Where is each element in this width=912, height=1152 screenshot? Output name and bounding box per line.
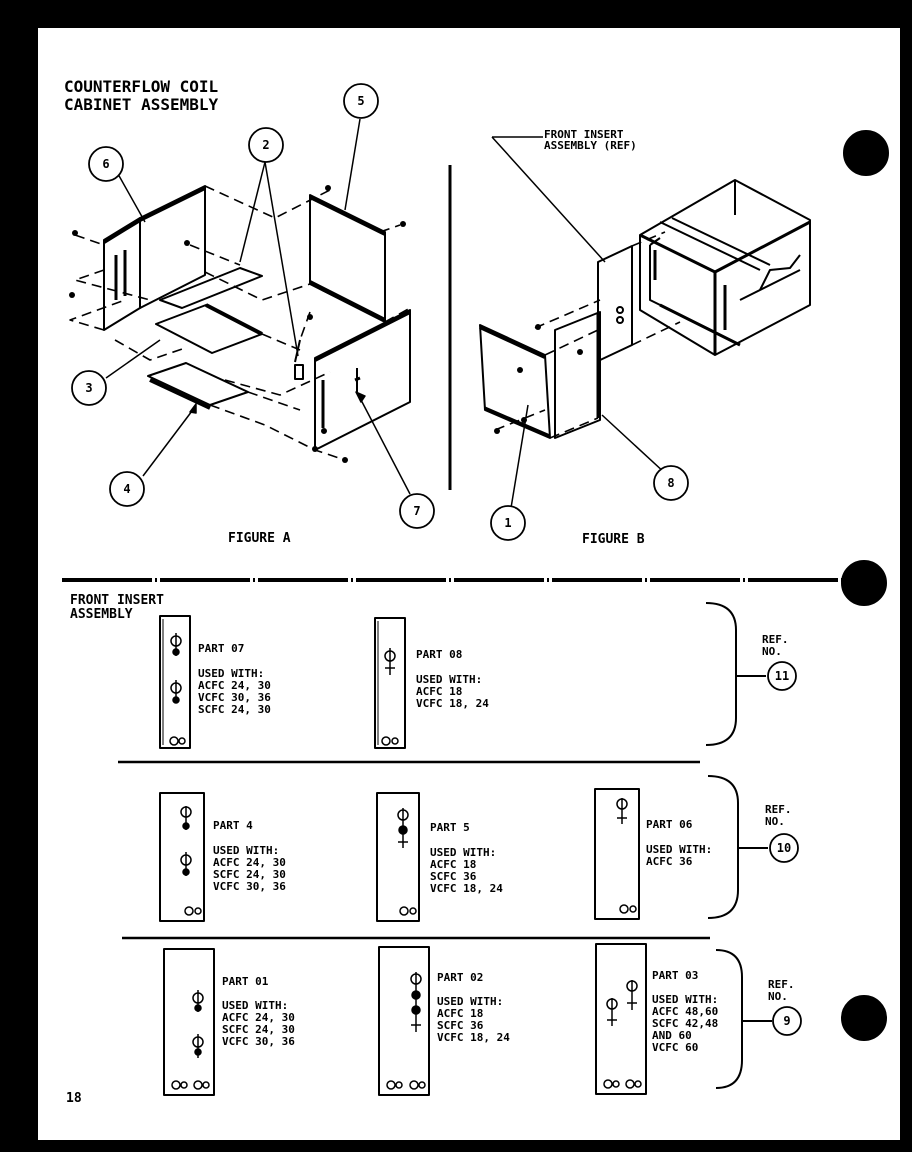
ref-numbers: 11 10 9 [775, 669, 791, 1028]
part-label: PART 4 [213, 819, 253, 832]
svg-text:6: 6 [102, 157, 109, 171]
svg-text:3: 3 [85, 381, 92, 395]
ref-label: REF. NO. [765, 803, 792, 828]
ref-label: REF. NO. [762, 633, 789, 658]
callout-3 [71, 370, 107, 406]
front-insert-ref-line2: ASSEMBLY (REF) [544, 139, 637, 152]
figure-a-leaders [105, 118, 411, 495]
fastener-symbols [169, 633, 642, 1090]
ref-label: REF. NO. [768, 978, 795, 1003]
part-used-with: USED WITH: ACFC 18 SCFC 36 VCFC 18, 24 [430, 846, 503, 895]
figure-a-floor-parts [147, 267, 304, 410]
figure-a-screw-dots [69, 185, 406, 463]
section-title-line2: ASSEMBLY [70, 607, 133, 622]
insert-panel-03 [595, 943, 647, 1095]
callout-8 [653, 465, 689, 501]
svg-text:8: 8 [667, 476, 674, 490]
svg-text:11: 11 [775, 669, 789, 683]
figure-a-left-panel [102, 185, 206, 331]
figure-a-dashed-lines [69, 185, 411, 461]
ref-braces [705, 602, 772, 1089]
svg-text:10: 10 [777, 841, 791, 855]
callout-7 [399, 493, 435, 529]
binder-hole [841, 560, 887, 606]
callout-2 [248, 127, 284, 163]
svg-text:4: 4 [123, 482, 130, 496]
ref-circle-11 [767, 661, 797, 691]
part-label: PART 06 [646, 818, 693, 831]
binder-hole [841, 995, 887, 1041]
part-label: PART 03 [652, 969, 699, 982]
part-used-with: USED WITH: ACFC 48,60 SCFC 42,48 AND 60 … [652, 993, 719, 1054]
part-used-with: USED WITH: ACFC 36 [646, 843, 713, 868]
ref-circles [767, 661, 802, 1036]
figure-b-label: FIGURE B [582, 532, 645, 547]
part-used-with: USED WITH: ACFC 24, 30 SCFC 24, 30 VCFC … [222, 999, 295, 1048]
page-number: 18 [66, 1091, 82, 1106]
insert-panel-4 [159, 792, 205, 922]
svg-text:5: 5 [357, 94, 364, 108]
page-title-line1: COUNTERFLOW COIL [64, 77, 219, 96]
part-used-with: USED WITH: ACFC 18 VCFC 18, 24 [416, 673, 489, 710]
figure-a-right-panel [309, 194, 386, 323]
part-used-with: USED WITH: ACFC 18 SCFC 36 VCFC 18, 24 [437, 995, 510, 1044]
figure-b-cabinet [639, 179, 811, 356]
callout-6 [88, 146, 124, 182]
page-title-line2: CABINET ASSEMBLY [64, 95, 219, 114]
part-label: PART 01 [222, 975, 269, 988]
part-used-with: USED WITH: ACFC 24, 30 SCFC 24, 30 VCFC … [213, 844, 286, 893]
insert-panel-5 [376, 792, 420, 922]
front-insert-ref-line1: FRONT INSERT [544, 128, 624, 141]
insert-panels [159, 615, 647, 1096]
figure-a-front-panel [314, 309, 411, 451]
figure-b-leaders [491, 136, 667, 515]
binder-hole [843, 130, 889, 176]
insert-panel-08 [374, 617, 406, 749]
figure-b-dashed-lines [494, 231, 681, 439]
callout-4 [109, 471, 145, 507]
section-title-line1: FRONT INSERT [70, 593, 164, 608]
ref-circle-9 [772, 1006, 802, 1036]
figure-b-panels [479, 245, 633, 439]
callout-numbers: 6 2 5 3 4 7 1 8 [85, 94, 674, 530]
part-label: PART 5 [430, 821, 470, 834]
svg-text:1: 1 [504, 516, 511, 530]
parts-sheet [38, 28, 900, 1140]
part-label: PART 07 [198, 642, 245, 655]
svg-text:9: 9 [783, 1014, 790, 1028]
callout-1 [490, 505, 526, 541]
part-label: PART 02 [437, 971, 484, 984]
insert-panel-02 [378, 946, 430, 1096]
figure-a-label: FIGURE A [228, 531, 291, 546]
callout-circles [71, 83, 689, 541]
insert-panel-01 [163, 948, 215, 1096]
svg-text:2: 2 [262, 138, 269, 152]
ref-circle-10 [769, 833, 799, 863]
svg-text:7: 7 [413, 504, 420, 518]
part-label: PART 08 [416, 648, 463, 661]
callout-5 [343, 83, 379, 119]
insert-panel-07 [159, 615, 191, 749]
insert-panel-06 [594, 788, 640, 920]
part-used-with: USED WITH: ACFC 24, 30 VCFC 30, 36 SCFC … [198, 667, 271, 716]
